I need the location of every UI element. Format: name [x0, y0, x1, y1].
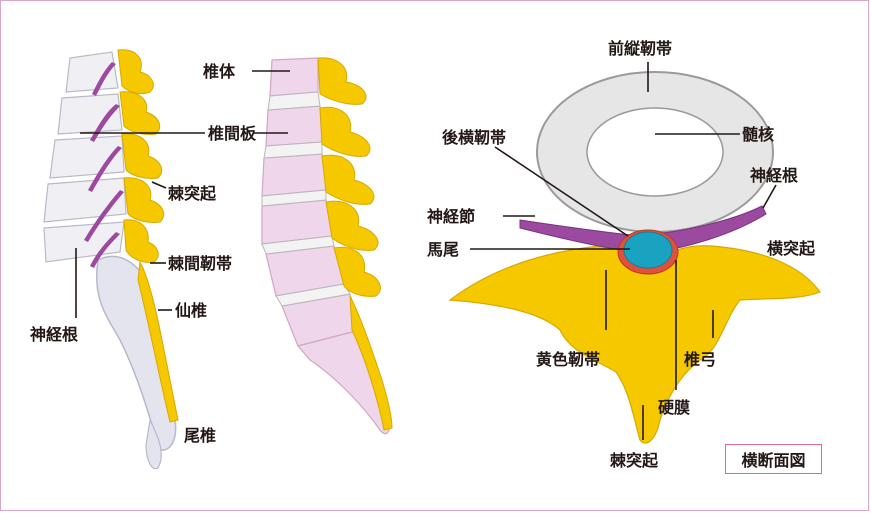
label-intervertebral-disc: 椎間板 — [208, 124, 257, 143]
label-vertebral-arch: 椎弓 — [684, 350, 716, 369]
label-dura-mater: 硬膜 — [658, 398, 690, 417]
lateral-spine-detail — [262, 58, 392, 434]
label-interspinous-ligament: 棘間靭帯 — [168, 254, 232, 273]
cross-section-badge: 横断面図 — [725, 444, 822, 474]
label-vertebral-body: 椎体 — [203, 62, 236, 81]
label-coccyx: 尾椎 — [184, 426, 216, 445]
label-nucleus-pulposus: 髄核 — [742, 125, 774, 144]
cauda-equina-shape — [624, 232, 672, 268]
label-anterior-longitudinal-ligament: 前縦靭帯 — [608, 39, 672, 58]
nucleus-pulposus-shape — [587, 108, 723, 196]
label-cauda-equina: 馬尾 — [427, 240, 459, 259]
lateral-spine-illustration — [44, 50, 178, 469]
label-spinous-process-left: 棘突起 — [168, 184, 217, 203]
vertebral-arch-shape — [450, 246, 820, 443]
label-transverse-process: 横突起 — [767, 239, 816, 258]
label-ganglion: 神経節 — [427, 207, 475, 226]
label-ligamentum-flavum: 黄色靭帯 — [536, 350, 600, 369]
label-sacrum: 仙椎 — [175, 301, 207, 320]
label-posterior-longitudinal-ligament: 後横靭帯 — [442, 128, 506, 147]
label-spinous-process-right: 棘突起 — [610, 451, 659, 470]
label-nerve-root-left: 神経根 — [30, 325, 78, 344]
label-nerve-root-right: 神経根 — [750, 166, 798, 185]
